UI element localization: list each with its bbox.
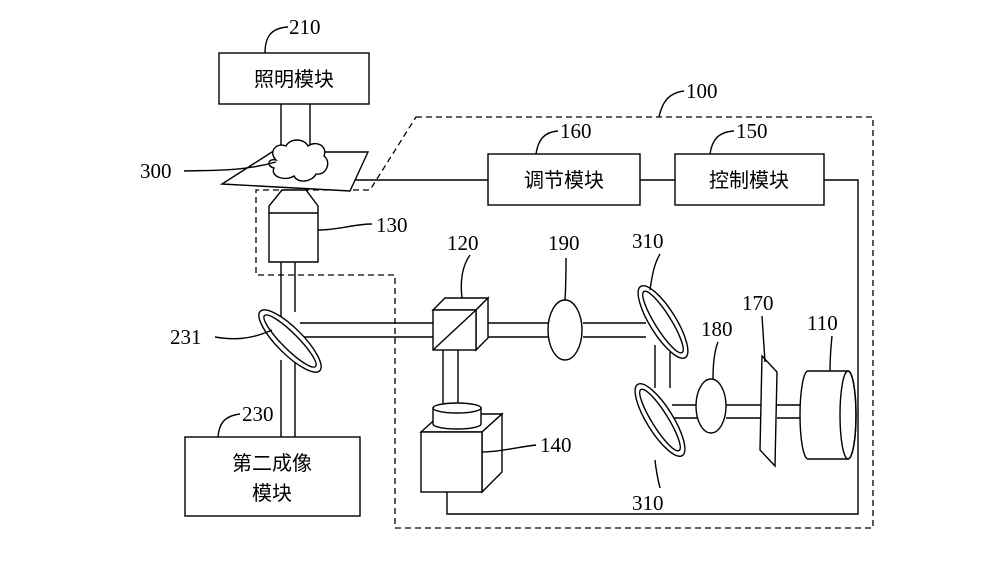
ref-120: 120 xyxy=(447,231,479,255)
camera-140 xyxy=(419,402,504,494)
ref-210: 210 xyxy=(289,15,321,39)
ref-160: 160 xyxy=(560,119,592,143)
control-module-label: 控制模块 xyxy=(709,168,789,192)
ref-310-bottom: 310 xyxy=(632,491,664,515)
leader-lines xyxy=(183,26,833,489)
lens-190 xyxy=(547,299,583,361)
adjust-module-label: 调节模块 xyxy=(524,168,604,192)
ref-190: 190 xyxy=(548,231,580,255)
illumination-module-label: 照明模块 xyxy=(254,67,334,91)
ref-180: 180 xyxy=(701,317,733,341)
ref-150: 150 xyxy=(736,119,768,143)
ref-170: 170 xyxy=(742,291,774,315)
signal-wires xyxy=(352,179,859,515)
control-module xyxy=(674,153,825,206)
beam-paths xyxy=(280,103,803,437)
filter-170 xyxy=(759,354,778,468)
ref-140: 140 xyxy=(540,433,572,457)
sample-300 xyxy=(219,139,370,192)
illumination-module xyxy=(218,52,370,105)
ref-110: 110 xyxy=(807,311,838,335)
adjust-module xyxy=(487,153,641,206)
ref-130: 130 xyxy=(376,213,408,237)
ref-300: 300 xyxy=(140,159,172,183)
second-imaging-module xyxy=(184,436,361,517)
light-source-110 xyxy=(799,370,857,460)
mirror-231 xyxy=(258,309,322,373)
ref-310-top: 310 xyxy=(632,229,664,253)
ref-230: 230 xyxy=(242,402,274,426)
lens-180 xyxy=(695,378,727,434)
ref-231: 231 xyxy=(170,325,202,349)
system-boundary-100 xyxy=(255,116,874,529)
mirror-310-bottom xyxy=(634,383,686,457)
second-imaging-label-line2: 模块 xyxy=(252,481,292,505)
second-imaging-label-line1: 第二成像 xyxy=(232,451,312,475)
mirror-310-top xyxy=(637,285,689,359)
beamsplitter-120 xyxy=(431,296,490,352)
objective-130 xyxy=(268,189,319,263)
ref-100: 100 xyxy=(686,79,718,103)
